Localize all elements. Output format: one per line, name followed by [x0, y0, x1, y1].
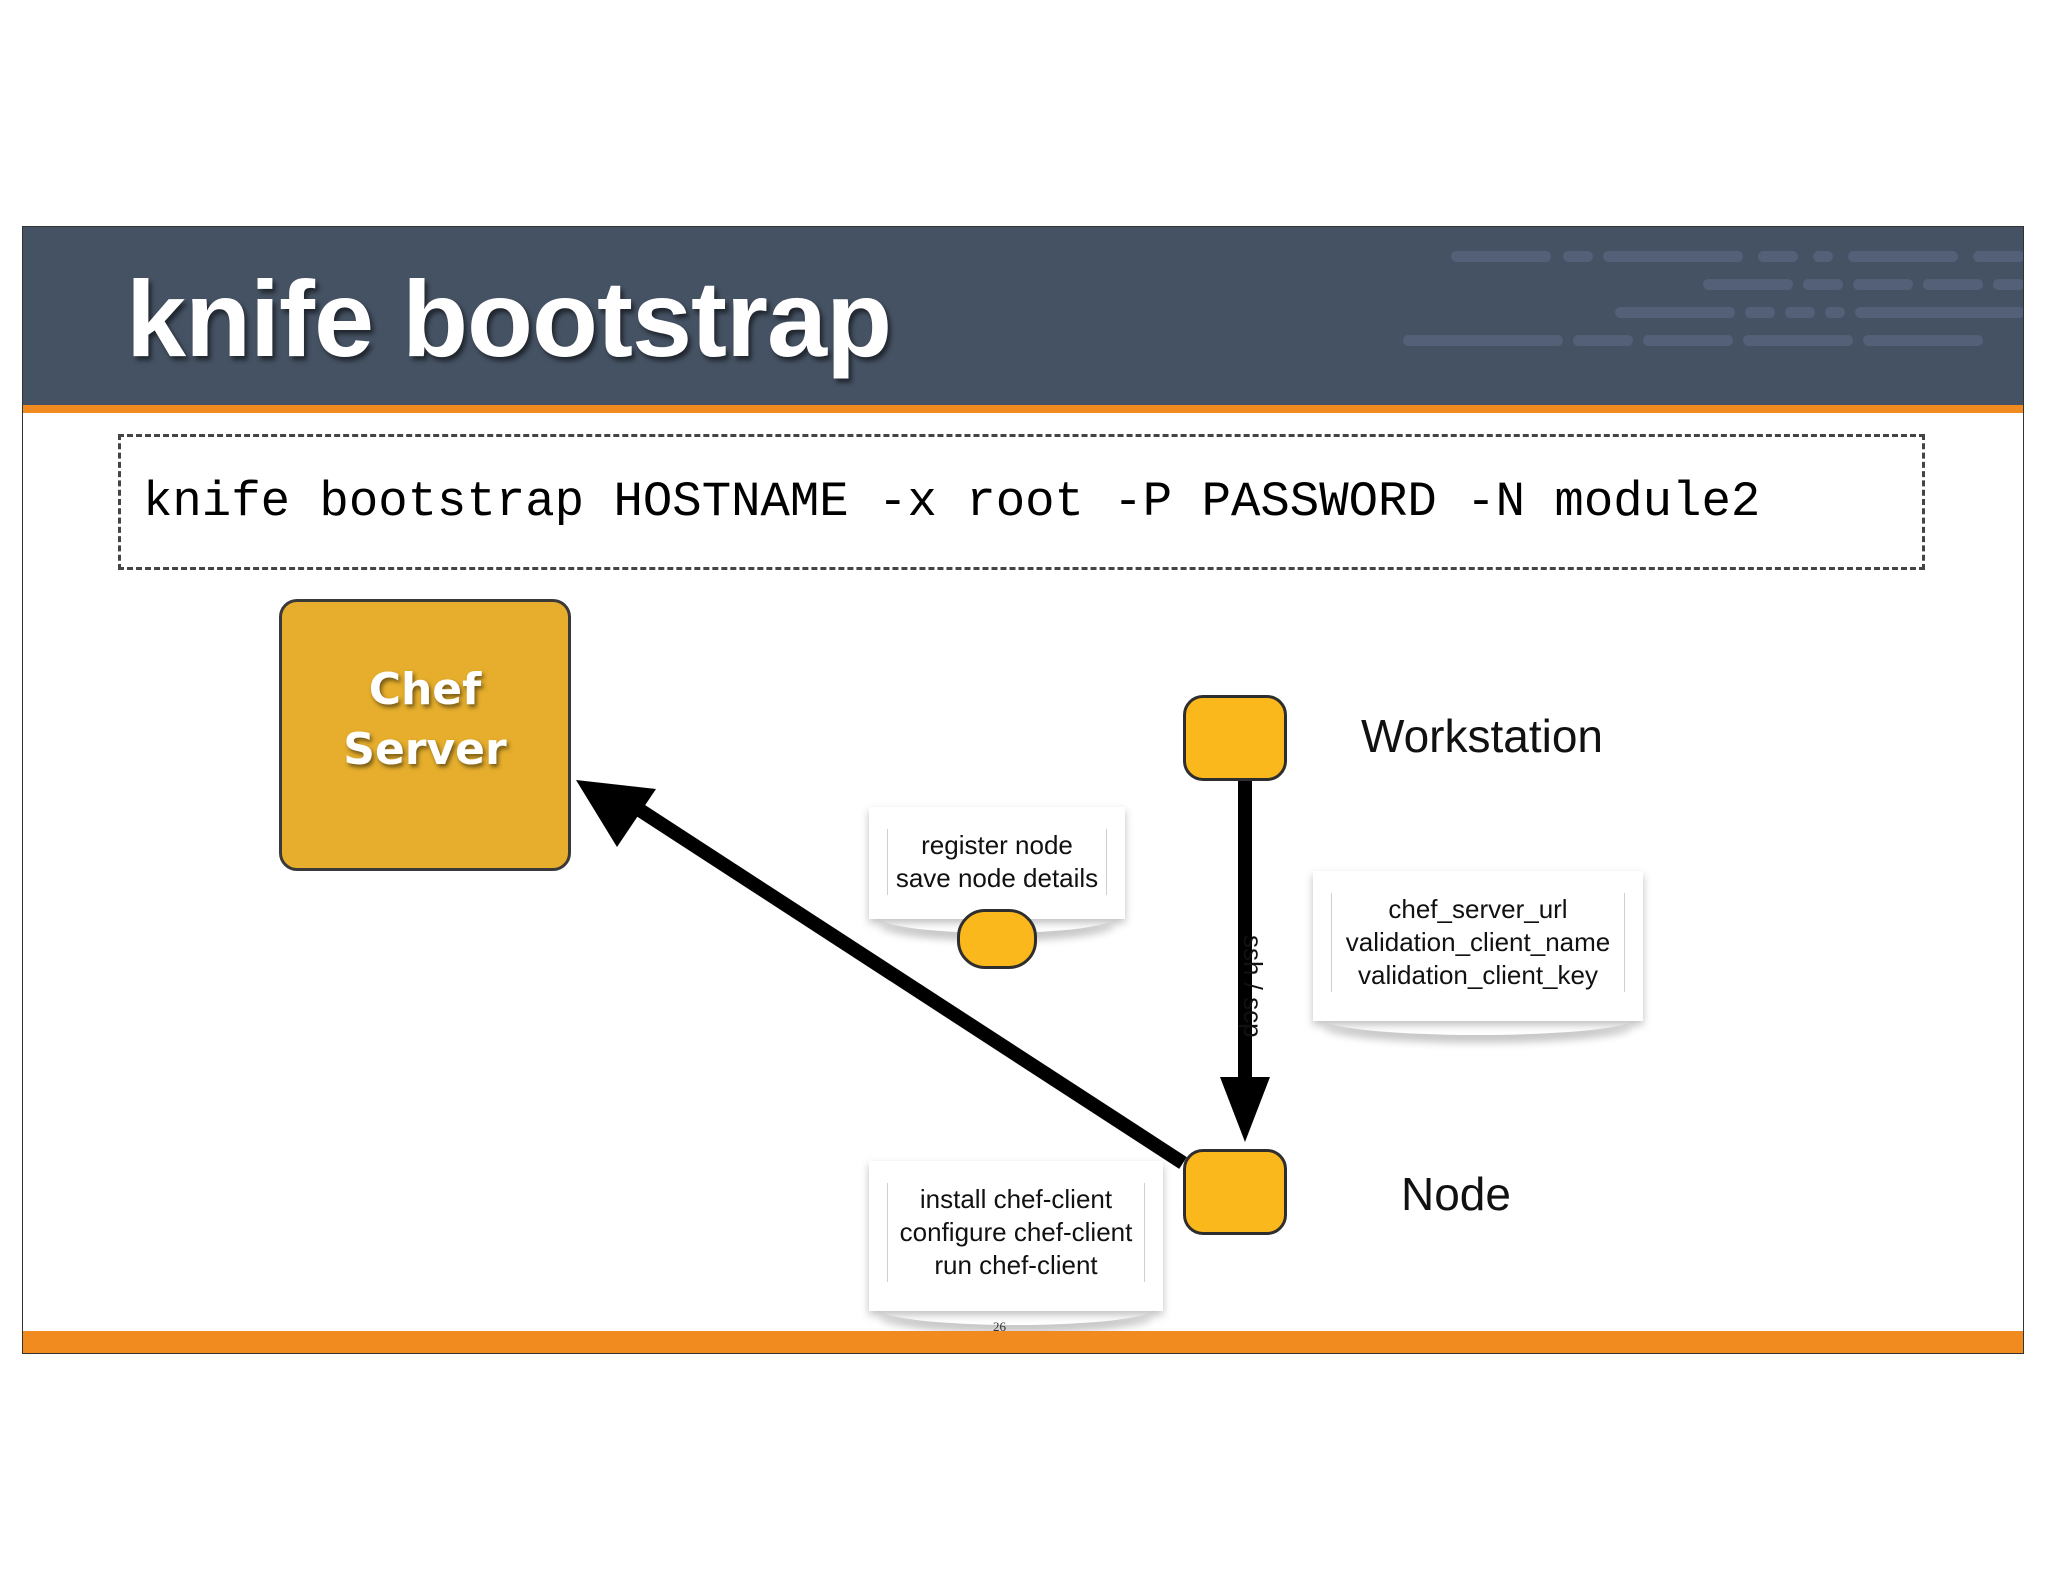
config-note: chef_server_url validation_client_name v…: [1313, 871, 1643, 1021]
header-decoration: [1615, 307, 1735, 318]
page-number: 26: [993, 1319, 1006, 1334]
node-label: Node: [1401, 1168, 1511, 1220]
header-decoration: [1973, 251, 2023, 262]
register-note-text: register node save node details: [887, 829, 1107, 895]
header-decoration: [1923, 279, 1983, 290]
chef-server-box: Chef Server: [279, 599, 571, 871]
config-note-text: chef_server_url validation_client_name v…: [1331, 893, 1625, 992]
register-arrow-head: [576, 780, 656, 847]
header-decoration: [1745, 307, 1775, 318]
header-decoration: [1993, 279, 2023, 290]
header-decoration: [1825, 307, 1845, 318]
install-note: install chef-client configure chef-clien…: [869, 1161, 1163, 1311]
connector-arrows: [576, 780, 1270, 1169]
header-bar: knife bootstrap: [23, 227, 2023, 405]
chef-server-label: Chef Server: [343, 664, 507, 775]
slide: knife bootstrap knife bootstrap HOSTNAME…: [22, 226, 2024, 1354]
header-decoration: [1813, 251, 1833, 262]
header-decoration: [1758, 251, 1798, 262]
command-box: knife bootstrap HOSTNAME -x root -P PASS…: [118, 434, 1925, 570]
header-decoration: [1643, 335, 1733, 346]
header-decoration: [1703, 279, 1793, 290]
register-node-pill: [957, 909, 1037, 969]
footer-accent-stripe: [23, 1331, 2023, 1353]
header-decoration: [1855, 307, 2023, 318]
header-decoration: [1785, 307, 1815, 318]
workstation-node: [1183, 695, 1287, 781]
header-decoration: [1803, 279, 1843, 290]
header-decoration: [1451, 251, 1551, 262]
install-note-text: install chef-client configure chef-clien…: [887, 1183, 1145, 1282]
register-arrow-shaft: [625, 797, 1187, 1169]
header-accent-stripe: [23, 405, 2023, 413]
header-decoration: [1743, 335, 1853, 346]
header-decoration: [1563, 251, 1593, 262]
workstation-label: Workstation: [1361, 710, 1604, 762]
header-decoration: [1603, 251, 1743, 262]
header-decoration: [1403, 335, 1563, 346]
header-decoration: [1573, 335, 1633, 346]
header-decoration: [1863, 335, 1983, 346]
ssh-arrow-head: [1220, 1077, 1270, 1142]
register-note: register node save node details: [869, 807, 1125, 919]
node-box: [1183, 1149, 1287, 1235]
slide-title: knife bootstrap: [126, 258, 892, 379]
ssh-scp-label: ssh / scp: [1238, 935, 1268, 1038]
header-decoration: [1848, 251, 1958, 262]
header-decoration: [1853, 279, 1913, 290]
command-text: knife bootstrap HOSTNAME -x root -P PASS…: [143, 474, 1761, 530]
